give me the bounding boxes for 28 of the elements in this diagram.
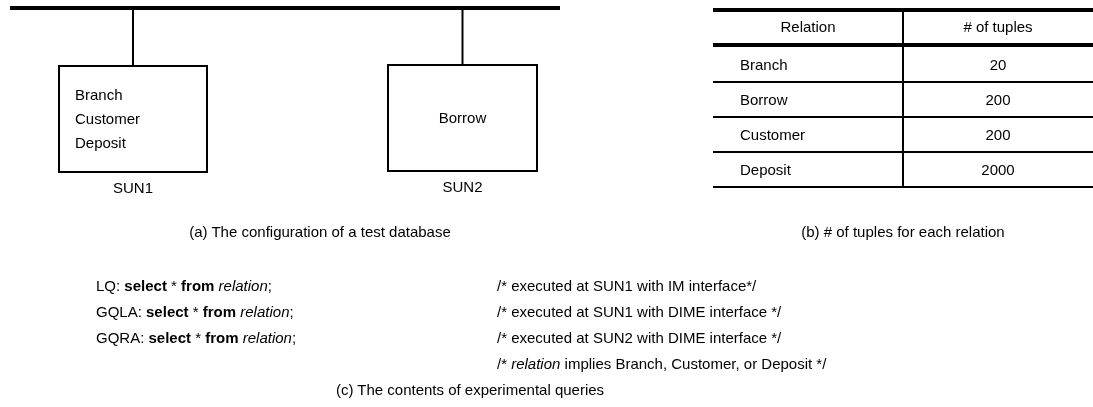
tuple-count: 20: [988, 56, 1008, 74]
figure-caption: (c) The contents of experimental queries: [334, 381, 606, 399]
code-comment: /* executed at SUN1 with IM interface*/: [497, 277, 757, 295]
relation-list: Borrow: [389, 106, 536, 130]
code-comment: /* executed at SUN2 with DIME interface */: [497, 329, 782, 347]
figure-caption: (a) The configuration of a test database: [188, 223, 452, 241]
connector-line: [132, 9, 134, 66]
connector-line: [461, 9, 464, 65]
relation-name: Branch: [740, 56, 789, 74]
relation-name: Deposit: [740, 161, 792, 179]
code-comment: /* executed at SUN1 with DIME interface */: [497, 303, 782, 321]
relation-name: Customer: [740, 126, 807, 144]
query-text: GQRA: select* from relation;: [96, 329, 297, 347]
tuple-count: 200: [984, 126, 1012, 144]
server-box: [58, 65, 208, 173]
tuple-count: 2000: [980, 161, 1016, 179]
figure-caption: (b) # of tuples for each relation: [800, 223, 1006, 241]
relation-name: Borrow: [740, 91, 789, 109]
code-comment: /* relation implies Branch, Customer, or Deposit */: [497, 355, 827, 373]
column-header: # of tuples: [962, 18, 1034, 36]
query-text: GQLA: select* from relation;: [96, 303, 294, 321]
server-box: [387, 64, 538, 172]
relation-list: Branch Customer Deposit: [75, 83, 155, 155]
tuple-count: 200: [984, 91, 1012, 109]
column-header: Relation: [779, 18, 837, 36]
host-name: SUN2: [441, 178, 484, 196]
query-text: LQ: select* from relation;: [96, 277, 272, 295]
host-name: SUN1: [112, 179, 154, 197]
